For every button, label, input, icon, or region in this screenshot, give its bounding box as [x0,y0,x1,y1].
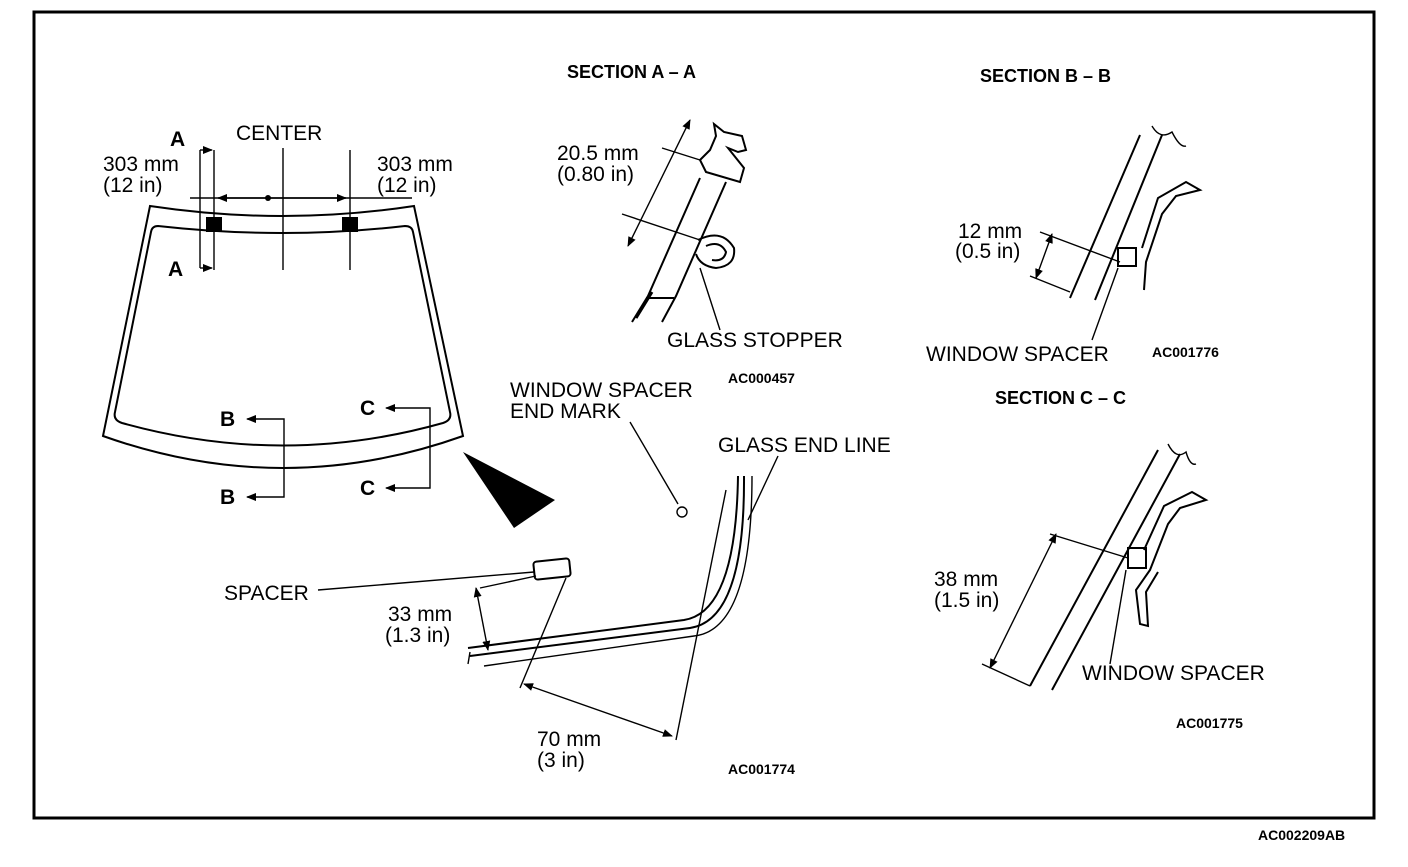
section-mark-c-bottom: C [360,477,375,500]
section-cc-code: AC001775 [1176,715,1243,731]
section-mark-a-bottom: A [168,258,183,281]
window-spacer-label-c: WINDOW SPACER [1082,662,1265,685]
section-mark-b-bottom: B [220,486,235,509]
section-aa-code: AC000457 [728,370,795,386]
spacer-label: SPACER [224,582,309,605]
section-mark-a-top: A [170,128,185,151]
section-bb-title: SECTION B – B [980,66,1111,86]
right-offset-mm: 303 mm [377,153,453,176]
right-offset-in: (12 in) [377,174,437,197]
section-cc-dim-in: (1.5 in) [934,589,999,612]
section-cc-dim-mm: 38 mm [934,568,998,591]
end-mark-label-line1: WINDOW SPACER [510,379,693,402]
section-mark-b-top: B [220,408,235,431]
spacer-block-left [206,217,222,232]
figure-frame [32,10,1376,820]
end-mark-circle [676,506,688,518]
corner-detail-code: AC001774 [728,761,795,777]
section-bb-dim-in: (0.5 in) [955,240,1020,263]
section-bb-code: AC001776 [1152,344,1219,360]
figure-code: AC002209AB [1258,827,1345,843]
dim2-in: (3 in) [537,749,585,772]
section-aa-dim-mm: 20.5 mm [557,142,639,165]
dim1-in: (1.3 in) [385,624,450,647]
glass-end-line-label: GLASS END LINE [718,434,891,457]
spacer-part [532,557,572,581]
section-bb-dim-mm: 12 mm [958,220,1022,243]
section-cc-title: SECTION C – C [995,388,1126,408]
center-label: CENTER [236,122,322,145]
end-mark-label-line2: END MARK [510,400,621,423]
corner-detail: WINDOW SPACER END MARK GLASS END LINE SP… [224,379,891,777]
left-offset-mm: 303 mm [103,153,179,176]
section-aa-dim-in: (0.80 in) [557,163,634,186]
section-aa-detail: SECTION A – A 20.5 mm (0.80 in) GLASS ST… [557,62,843,386]
windshield-outer-outline [101,204,465,469]
window-spacer-label-b: WINDOW SPACER [926,343,1109,366]
section-aa-title: SECTION A – A [567,62,696,82]
glass-stopper-label: GLASS STOPPER [667,329,843,352]
windshield-overview: A A B B C C CENTER 303 mm (12 in) 303 mm… [101,122,555,528]
section-mark-c-top: C [360,397,375,420]
section-cc-detail: SECTION C – C 38 mm (1.5 in) WINDOW SPAC… [934,388,1265,731]
dim1-mm: 33 mm [388,603,452,626]
left-offset-in: (12 in) [103,174,163,197]
section-bb-detail: SECTION B – B 12 mm (0.5 in) WINDOW SPAC… [926,66,1219,366]
dim2-mm: 70 mm [537,728,601,751]
spacer-block-right [342,217,358,232]
detail-pointer-arrow [463,452,555,528]
